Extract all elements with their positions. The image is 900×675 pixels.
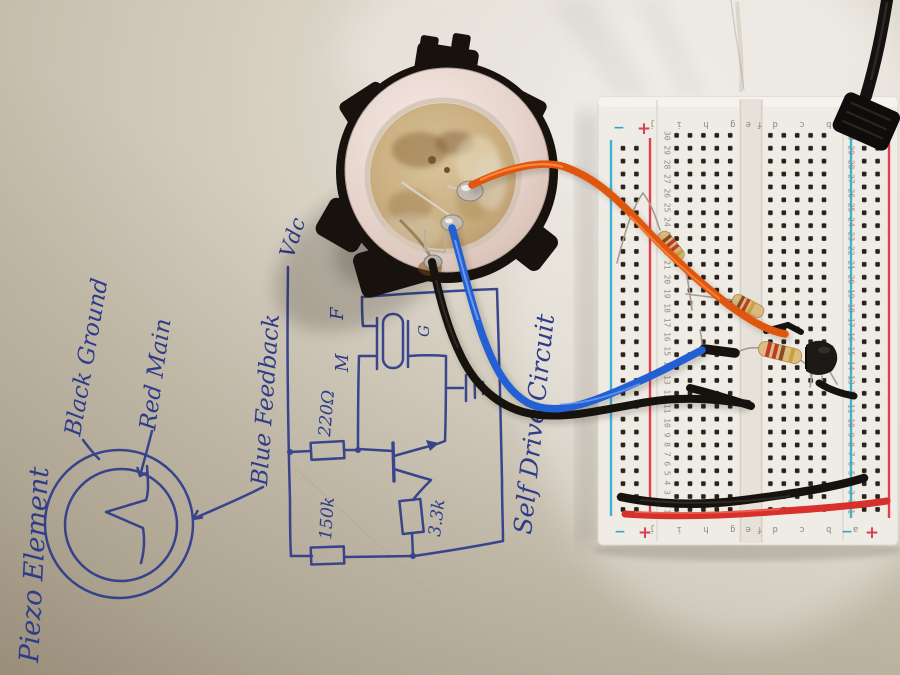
black-jumper-highlight bbox=[639, 495, 791, 504]
breadboard-shadow bbox=[576, 112, 598, 544]
disc-wire-square bbox=[424, 230, 447, 253]
power-jumpers bbox=[616, 473, 891, 520]
blue-feedback-pointer bbox=[191, 485, 265, 521]
transistor-base-bar bbox=[391, 441, 396, 483]
junction-dot bbox=[410, 553, 416, 559]
minus-mark-bottom-right: − bbox=[841, 524, 853, 540]
disc-wire bbox=[401, 181, 451, 217]
m-lead bbox=[356, 354, 379, 451]
paper-scratch bbox=[294, 467, 431, 593]
cable-connector bbox=[832, 92, 900, 151]
label-terminal-g: G bbox=[415, 325, 433, 337]
breadboard-seams bbox=[656, 100, 844, 541]
holes-right-half bbox=[763, 128, 831, 516]
label-r220: 220Ω bbox=[315, 389, 339, 438]
schematic-drawing bbox=[43, 265, 505, 600]
black-jumper-3 bbox=[815, 379, 858, 400]
column-letters-fj-top: f g h i j bbox=[642, 119, 763, 129]
plus-mark-top-left: + bbox=[637, 119, 651, 139]
orange-wire-highlight bbox=[479, 163, 564, 181]
thin-lead-wires bbox=[616, 191, 838, 389]
transistor-emitter bbox=[392, 467, 433, 502]
row-numbers-right: 30 29 28 27 26 25 24 23 22 21 20 19 18 1… bbox=[847, 131, 856, 514]
resistor-c bbox=[758, 341, 803, 365]
label-r3k3: 3.3k bbox=[425, 498, 449, 538]
piezo-plates bbox=[375, 316, 410, 371]
row-numbers-left: 30 29 28 27 26 25 24 23 22 21 20 19 18 1… bbox=[663, 131, 672, 514]
base-lead bbox=[356, 447, 395, 453]
red-main-pointer bbox=[136, 429, 154, 478]
cast-shadow bbox=[550, 0, 652, 96]
resistor-b bbox=[731, 293, 765, 319]
pale-wire bbox=[735, 1, 744, 93]
column-letters-fj-bottom: f g h i j bbox=[642, 524, 763, 534]
solder-highlight bbox=[461, 185, 471, 191]
feedback-loop bbox=[360, 287, 505, 558]
label-r150k: 150k bbox=[316, 496, 339, 540]
blue-wire-highlight bbox=[454, 239, 479, 321]
solder-highlight bbox=[445, 218, 453, 224]
g-collector-line bbox=[407, 354, 448, 443]
power-cable-assembly bbox=[730, 0, 900, 151]
cable-highlight bbox=[869, 1, 889, 81]
transistor-to92 bbox=[806, 340, 838, 375]
cast-shadow bbox=[636, 0, 706, 96]
ceramic-spot bbox=[428, 156, 436, 164]
plus-mark-bottom-right: + bbox=[865, 523, 879, 543]
ceramic-crack bbox=[398, 218, 432, 257]
pale-wire-shadow bbox=[730, 0, 745, 91]
red-jumper-highlight bbox=[634, 508, 781, 514]
minus-mark-top-left: − bbox=[613, 120, 625, 136]
piezo-transducer bbox=[315, 33, 558, 298]
r220-body bbox=[309, 439, 346, 462]
pulse-waveform bbox=[104, 464, 150, 565]
blue-wire-tip-connector bbox=[699, 344, 740, 358]
blue-wire-highlight bbox=[559, 383, 641, 405]
ceramic-stains bbox=[382, 131, 506, 250]
hookup-wires bbox=[428, 160, 792, 425]
orange-wire-highlight bbox=[629, 215, 721, 300]
r3k3-body bbox=[398, 497, 425, 536]
junction-dot bbox=[355, 447, 361, 453]
minus-mark-bottom-left: − bbox=[614, 524, 626, 540]
black-wire-highlight bbox=[435, 279, 459, 349]
column-letters-ae-bottom: a b c d e bbox=[738, 524, 859, 534]
channel-grooves bbox=[739, 100, 763, 542]
ground-symbol bbox=[444, 373, 485, 403]
plus-mark-bottom-left: + bbox=[638, 523, 652, 543]
vdc-rail bbox=[286, 265, 293, 558]
transistor-arrow bbox=[426, 440, 439, 451]
bottom-rail bbox=[289, 554, 415, 559]
red-power-jumper bbox=[621, 497, 891, 520]
r150k-body bbox=[309, 545, 346, 566]
ceramic-spot bbox=[444, 167, 450, 173]
r3k3-lead bbox=[410, 531, 415, 557]
column-letters-ae-top: a b c d e bbox=[738, 119, 859, 129]
junction-dot bbox=[287, 449, 293, 455]
black-ground-pointer bbox=[81, 438, 101, 461]
piezo-inner-circle bbox=[63, 467, 179, 583]
transistor-highlight bbox=[818, 346, 830, 354]
paper-scratch bbox=[207, 559, 269, 609]
piezo-outer-circle bbox=[43, 448, 195, 600]
holes-left-half bbox=[669, 128, 737, 516]
piezo-crystal bbox=[381, 312, 405, 370]
label-terminal-m: M bbox=[332, 353, 353, 373]
holes-right-bus bbox=[857, 141, 885, 516]
